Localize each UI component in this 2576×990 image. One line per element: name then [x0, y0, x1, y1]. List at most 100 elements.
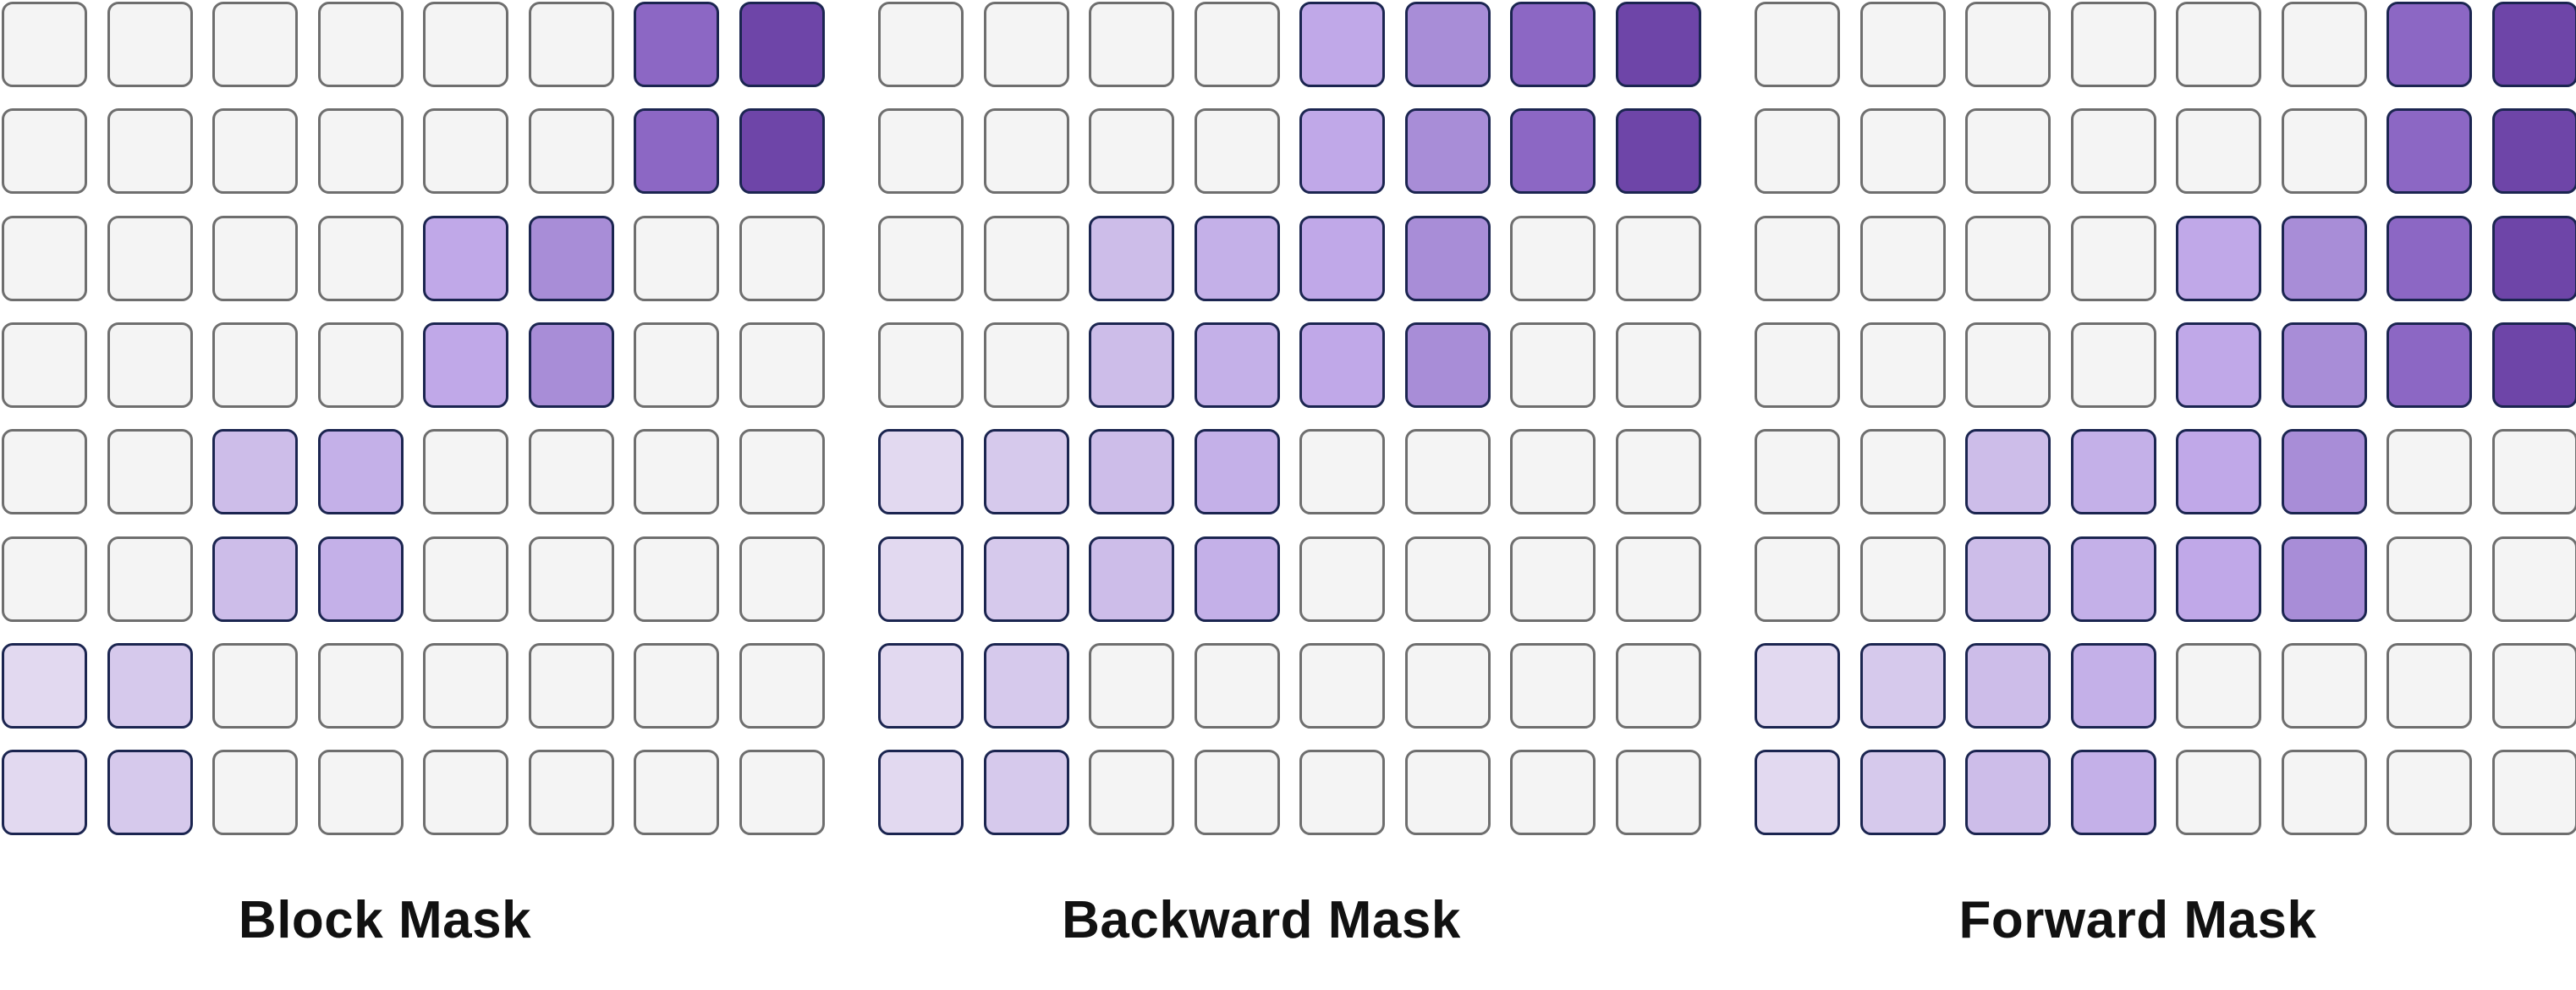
mask-cell-empty — [634, 215, 719, 301]
mask-cell-empty — [317, 642, 404, 729]
mask-cell-empty — [1859, 108, 1946, 195]
mask-cell-empty — [107, 322, 193, 408]
mask-cell-empty — [423, 642, 508, 729]
mask-cell-active — [2, 750, 87, 836]
mask-cell-empty — [2, 429, 87, 515]
mask-cell-active — [1615, 2, 1701, 87]
mask-cell-empty — [1404, 429, 1491, 515]
mask-cell-empty — [528, 750, 614, 836]
mask-cell-empty — [317, 215, 404, 301]
mask-cell-active — [2281, 536, 2367, 622]
mask-cell-empty — [739, 322, 825, 408]
mask-grid — [1753, 0, 2576, 846]
mask-cell-empty — [2281, 642, 2367, 729]
mask-cell-active — [2281, 215, 2367, 301]
mask-cell-empty — [878, 2, 964, 87]
mask-cell-empty — [1859, 429, 1946, 515]
mask-cell-empty — [2281, 108, 2367, 195]
mask-grid — [0, 0, 829, 846]
mask-cell-empty — [983, 2, 1069, 87]
mask-cell-empty — [634, 429, 719, 515]
mask-cell-active — [528, 215, 614, 301]
mask-cell-empty — [739, 215, 825, 301]
mask-cell-active — [1755, 642, 1840, 729]
mask-cell-active — [983, 750, 1069, 836]
mask-cell-empty — [1859, 536, 1946, 622]
mask-cell-active — [2491, 322, 2576, 408]
mask-cell-empty — [1089, 2, 1174, 87]
mask-cell-empty — [634, 642, 719, 729]
mask-cell-active — [2176, 429, 2261, 515]
mask-cell-empty — [1194, 750, 1280, 836]
mask-cell-empty — [1299, 750, 1385, 836]
mask-cell-empty — [2176, 642, 2261, 729]
mask-cell-active — [1404, 2, 1491, 87]
mask-cell-active — [2281, 429, 2367, 515]
mask-cell-empty — [2491, 536, 2576, 622]
mask-cell-empty — [1089, 108, 1174, 195]
mask-cell-active — [2491, 215, 2576, 301]
mask-cell-active — [2070, 750, 2156, 836]
mask-cell-empty — [2070, 2, 2156, 87]
mask-cell-active — [1965, 642, 2051, 729]
mask-cell-active — [2491, 2, 2576, 87]
mask-cell-empty — [2, 108, 87, 195]
mask-cell-active — [2, 642, 87, 729]
forward-mask-panel: Forward Mask — [1753, 0, 2576, 990]
mask-cell-active — [423, 322, 508, 408]
mask-cell-active — [1755, 750, 1840, 836]
mask-cell-empty — [1755, 108, 1840, 195]
mask-cell-empty — [1615, 429, 1701, 515]
mask-cell-empty — [1194, 2, 1280, 87]
mask-cell-active — [2070, 536, 2156, 622]
mask-cell-empty — [983, 215, 1069, 301]
mask-cell-active — [2176, 322, 2261, 408]
mask-cell-active — [2387, 2, 2472, 87]
mask-cell-active — [1615, 108, 1701, 195]
mask-cell-empty — [1404, 750, 1491, 836]
mask-cell-active — [1299, 322, 1385, 408]
mask-cell-active — [739, 2, 825, 87]
mask-cell-empty — [1859, 322, 1946, 408]
mask-cell-empty — [1755, 215, 1840, 301]
mask-cell-empty — [1510, 642, 1596, 729]
mask-cell-empty — [1510, 322, 1596, 408]
mask-cell-active — [317, 536, 404, 622]
mask-cell-empty — [983, 322, 1069, 408]
mask-cell-active — [212, 429, 298, 515]
mask-cell-empty — [1299, 536, 1385, 622]
mask-cell-empty — [739, 429, 825, 515]
mask-cell-active — [1194, 429, 1280, 515]
mask-cell-empty — [212, 108, 298, 195]
mask-cell-empty — [107, 215, 193, 301]
backward-mask-panel: Backward Mask — [876, 0, 1705, 990]
mask-cell-empty — [1755, 2, 1840, 87]
mask-cell-empty — [1755, 536, 1840, 622]
mask-cell-empty — [739, 642, 825, 729]
mask-cell-active — [878, 642, 964, 729]
mask-cell-active — [2070, 642, 2156, 729]
mask-cell-empty — [2, 215, 87, 301]
mask-cell-empty — [2387, 536, 2472, 622]
mask-cell-active — [107, 642, 193, 729]
mask-cell-active — [878, 750, 964, 836]
mask-cell-empty — [1404, 536, 1491, 622]
mask-cell-empty — [878, 215, 964, 301]
mask-cell-empty — [528, 536, 614, 622]
mask-cell-empty — [1755, 429, 1840, 515]
mask-cell-empty — [1404, 642, 1491, 729]
mask-cell-empty — [634, 750, 719, 836]
mask-cell-empty — [983, 108, 1069, 195]
mask-cell-empty — [212, 322, 298, 408]
mask-cell-empty — [1859, 2, 1946, 87]
mask-cell-empty — [2070, 322, 2156, 408]
mask-cell-empty — [1965, 2, 2051, 87]
mask-cell-active — [423, 215, 508, 301]
mask-cell-active — [1299, 2, 1385, 87]
mask-cell-active — [1194, 536, 1280, 622]
mask-cell-active — [983, 536, 1069, 622]
mask-cell-active — [2387, 215, 2472, 301]
mask-cell-active — [2070, 429, 2156, 515]
mask-cell-empty — [317, 750, 404, 836]
